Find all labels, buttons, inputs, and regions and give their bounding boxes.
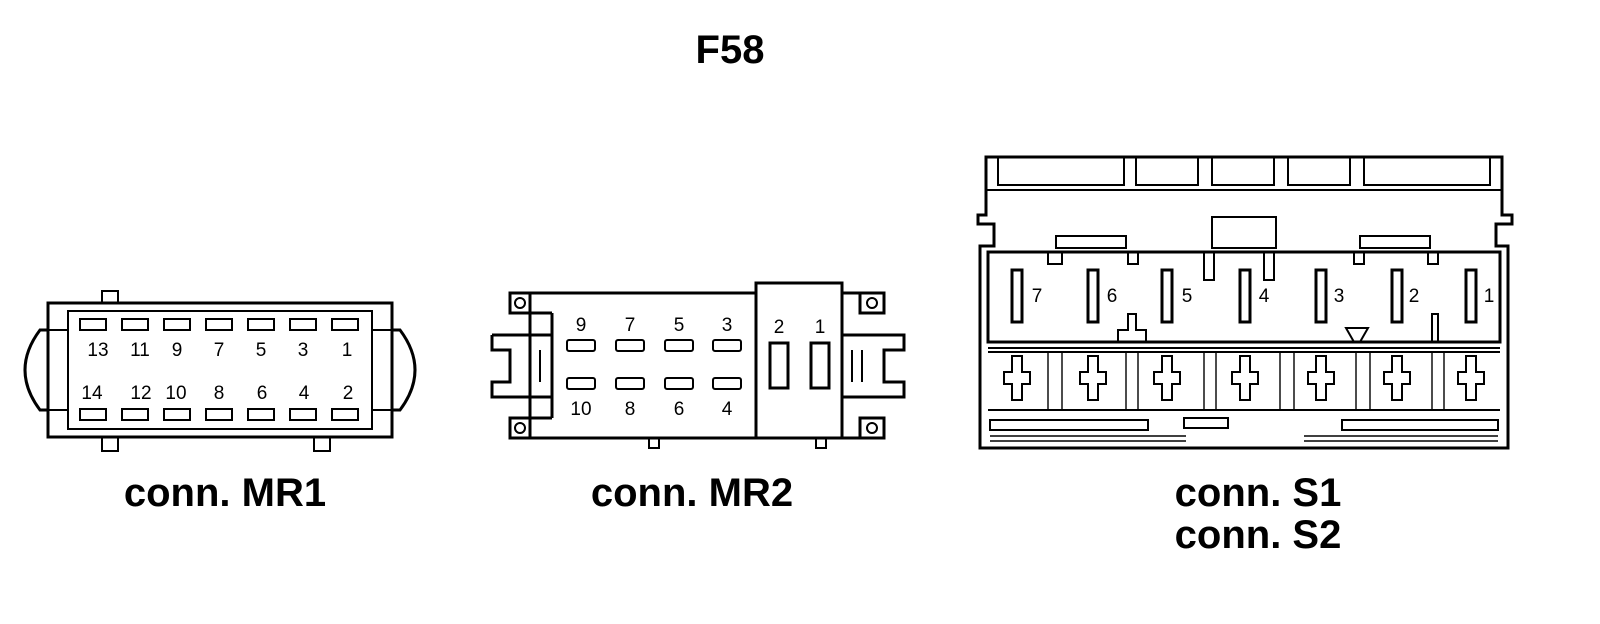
mr1-bottom-slots [79, 408, 359, 421]
mr1-pin-label: 8 [214, 383, 225, 404]
s1-label: conn. S1 [1175, 471, 1342, 515]
connector-s: 7 6 5 4 3 2 1 conn. S1 conn. S2 [976, 155, 1514, 557]
page-title: F58 [695, 28, 765, 72]
mr1-pin-label: 9 [172, 340, 183, 361]
mr1-pin-label: 11 [130, 340, 150, 361]
mr1-pin-label: 4 [299, 383, 310, 404]
mr2-pin-label: 8 [625, 399, 636, 420]
mr1-pin-label: 10 [165, 383, 186, 404]
mr2-pin-label: 9 [576, 315, 587, 336]
mr1-label: conn. MR1 [124, 471, 326, 515]
s-pin-label: 4 [1259, 286, 1270, 307]
s-pin-label: 6 [1107, 286, 1118, 307]
s-pin-label: 1 [1484, 286, 1495, 307]
mr1-pin-label: 7 [214, 340, 225, 361]
mr2-pin-label: 3 [722, 315, 733, 336]
connector-mr1: 13 11 9 7 5 3 1 14 12 10 8 6 4 2 conn. M… [23, 290, 417, 515]
mr1-pin-label: 1 [342, 340, 353, 361]
mr1-top-slots [79, 318, 359, 331]
mr1-pin-label: 3 [298, 340, 309, 361]
mr2-pin-label: 7 [625, 315, 636, 336]
mr1-pin-label: 6 [257, 383, 268, 404]
mr1-pin-label: 14 [81, 383, 103, 404]
mr1-pin-label: 12 [130, 383, 151, 404]
s-pin-label: 5 [1182, 286, 1193, 307]
s-terminal-cavities [1003, 352, 1485, 410]
mr1-pin-label: 5 [256, 340, 267, 361]
mr2-pin-label: 6 [674, 399, 685, 420]
s-slots [1010, 268, 1478, 324]
mr2-slots [566, 339, 831, 390]
mr2-pin-label: 1 [815, 317, 826, 338]
s-pin-label: 3 [1334, 286, 1345, 307]
connector-mr2: 9 7 5 3 10 8 6 4 2 1 conn. MR2 [490, 281, 906, 515]
mr2-pin-label: 4 [722, 399, 733, 420]
mr2-label: conn. MR2 [591, 471, 793, 515]
s-pin-label: 7 [1032, 286, 1043, 307]
mr2-pin-label: 5 [674, 315, 685, 336]
s-pin-label: 2 [1409, 286, 1420, 307]
s2-label: conn. S2 [1175, 513, 1342, 557]
mr1-pin-label: 2 [343, 383, 354, 404]
mr2-pin-label: 2 [774, 317, 785, 338]
mr1-pin-label: 13 [87, 340, 108, 361]
mr2-pin-label: 10 [570, 399, 591, 420]
